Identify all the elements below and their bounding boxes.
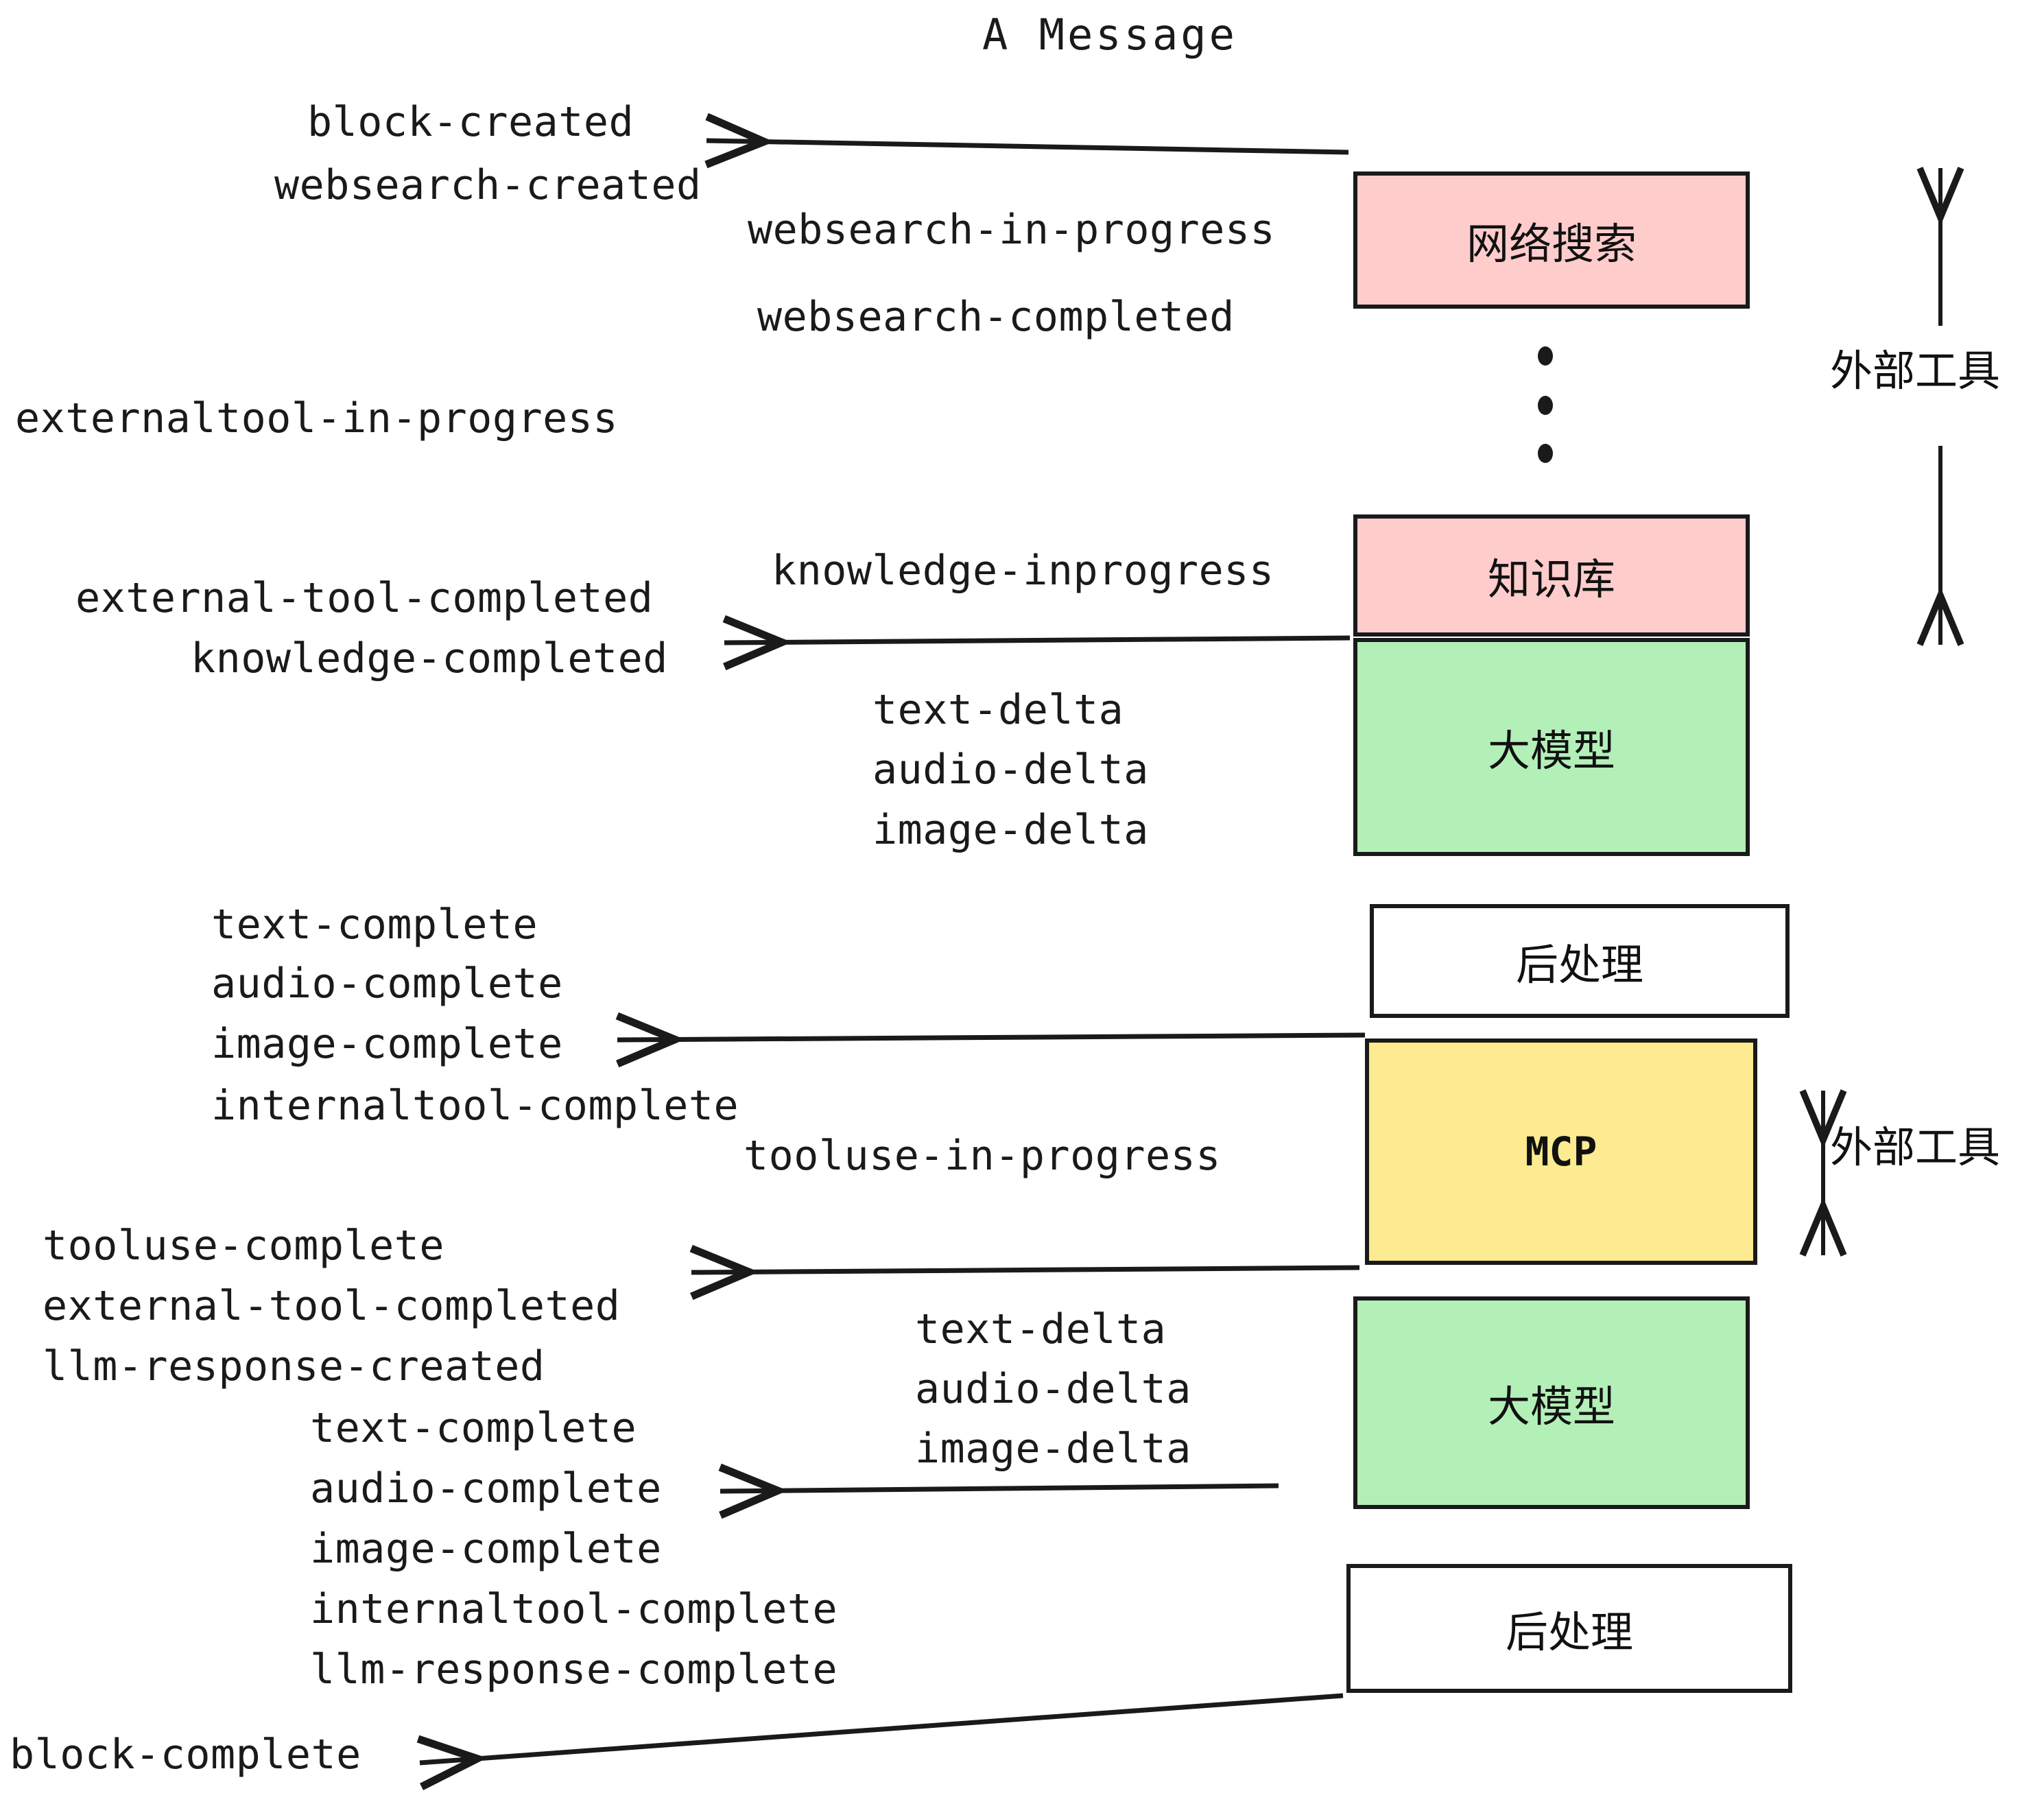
event-websearch-in-progress: websearch-in-progress xyxy=(748,206,1276,254)
box-websearch-label: 网络搜索 xyxy=(1466,219,1637,269)
page-title: A Message xyxy=(982,10,1237,60)
box-llm-bottom-label: 大模型 xyxy=(1487,1381,1615,1432)
event-audio-delta-1: audio-delta xyxy=(872,746,1149,794)
event-llm-response-complete: llm-response-complete xyxy=(310,1646,838,1694)
event-tooluse-complete: tooluse-complete xyxy=(43,1222,444,1270)
arrow-websearch-to-created xyxy=(706,141,1349,152)
arrow-mcp-to-tooluse-complete xyxy=(691,1268,1360,1272)
arrow-llm-to-audio-complete xyxy=(720,1486,1279,1491)
event-knowledge-completed: knowledge-completed xyxy=(191,634,668,683)
external-tool-label-bottom: 外部工具 xyxy=(1830,1122,2001,1172)
arrow-postprocess-to-image-complete xyxy=(617,1035,1366,1040)
event-internaltool-complete-2: internaltool-complete xyxy=(310,1585,838,1633)
event-websearch-completed: websearch-completed xyxy=(757,293,1235,341)
box-postprocess-top: 后处理 xyxy=(1370,904,1790,1018)
event-block-complete: block-complete xyxy=(10,1731,361,1779)
event-text-complete-2: text-complete xyxy=(310,1404,637,1452)
box-postprocess-bottom: 后处理 xyxy=(1346,1564,1792,1693)
event-image-delta-2: image-delta xyxy=(915,1425,1191,1473)
box-mcp: MCP xyxy=(1365,1039,1757,1265)
event-image-delta-1: image-delta xyxy=(872,806,1149,854)
ellipsis-dot-1 xyxy=(1538,346,1553,366)
event-external-tool-completed-2: external-tool-completed xyxy=(43,1282,621,1330)
event-audio-complete-2: audio-complete xyxy=(310,1464,662,1512)
event-text-complete-1: text-complete xyxy=(211,901,538,949)
box-llm-top: 大模型 xyxy=(1353,638,1750,856)
box-postprocess-bottom-label: 后处理 xyxy=(1505,1607,1633,1657)
arrow-knowledge-to-completed xyxy=(724,638,1351,643)
box-knowledge: 知识库 xyxy=(1353,514,1750,637)
event-audio-delta-2: audio-delta xyxy=(915,1365,1191,1413)
box-llm-bottom: 大模型 xyxy=(1353,1296,1750,1509)
event-knowledge-inprogress: knowledge-inprogress xyxy=(772,547,1274,595)
event-tooluse-in-progress: tooluse-in-progress xyxy=(744,1132,1221,1180)
event-text-delta-1: text-delta xyxy=(872,686,1124,734)
ellipsis-dot-3 xyxy=(1538,444,1553,463)
event-llm-response-created: llm-response-created xyxy=(43,1342,545,1390)
event-internaltool-complete-1: internaltool-complete xyxy=(211,1082,739,1130)
event-websearch-created: websearch-created xyxy=(274,161,702,209)
box-postprocess-top-label: 后处理 xyxy=(1515,940,1643,990)
ellipsis-dot-2 xyxy=(1538,396,1553,415)
box-knowledge-label: 知识库 xyxy=(1487,554,1615,604)
event-text-delta-2: text-delta xyxy=(915,1305,1167,1353)
box-mcp-label: MCP xyxy=(1525,1128,1597,1175)
box-llm-top-label: 大模型 xyxy=(1487,726,1615,776)
event-image-complete-2: image-complete xyxy=(310,1525,662,1573)
arrow-postprocess-to-block-complete xyxy=(420,1693,1344,1763)
event-externaltool-in-progress: externaltool-in-progress xyxy=(15,394,618,442)
box-websearch: 网络搜索 xyxy=(1353,171,1750,309)
external-tool-label-top: 外部工具 xyxy=(1830,346,2001,396)
event-audio-complete-1: audio-complete xyxy=(211,960,563,1008)
event-block-created: block-created xyxy=(307,98,634,146)
event-image-complete-1: image-complete xyxy=(211,1020,563,1068)
event-external-tool-completed-1: external-tool-completed xyxy=(75,574,654,622)
